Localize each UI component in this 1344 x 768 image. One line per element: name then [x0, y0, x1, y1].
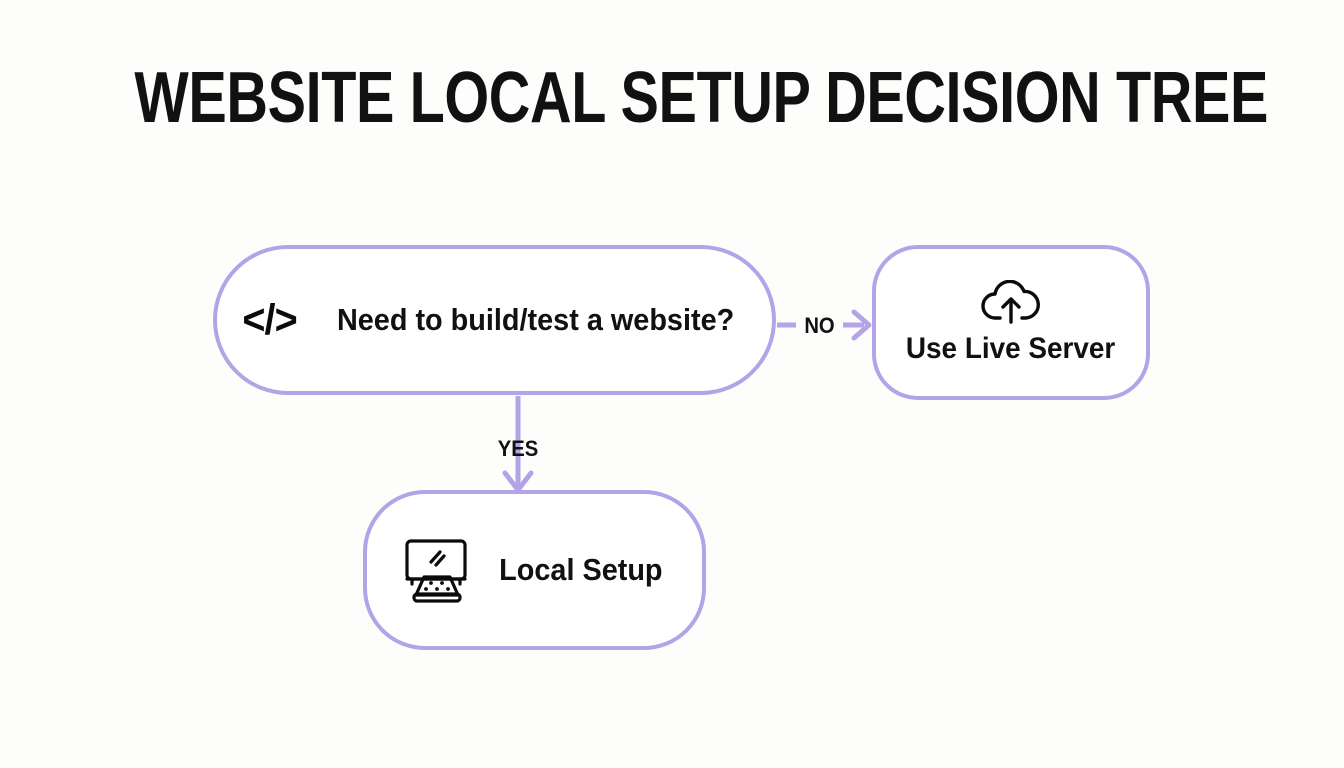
- edge-label-yes: YES: [497, 436, 539, 461]
- node-local-setup[interactable]: Local Setup: [363, 490, 706, 650]
- code-brackets-icon: </>: [242, 295, 298, 344]
- node-decision-label: Need to build/test a website?: [336, 302, 734, 337]
- node-local-setup-label: Local Setup: [498, 552, 663, 587]
- node-decision[interactable]: </> Need to build/test a website?: [213, 245, 776, 395]
- node-live-server-label: Use Live Server: [906, 331, 1116, 365]
- page-title: WEBSITE LOCAL SETUP DECISION TREE: [134, 58, 1269, 138]
- edge-label-no: NO: [804, 313, 835, 338]
- cloud-upload-icon: [980, 279, 1042, 326]
- desktop-keyboard-icon: [401, 537, 473, 603]
- node-live-server[interactable]: Use Live Server: [872, 245, 1150, 400]
